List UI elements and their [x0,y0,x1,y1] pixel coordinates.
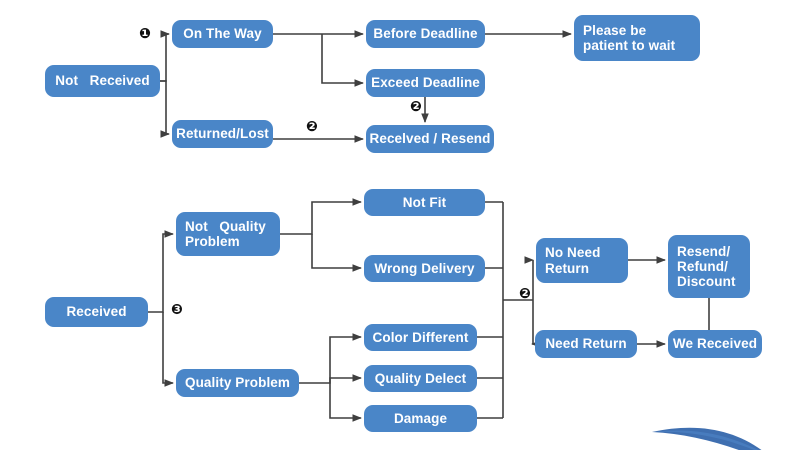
edge-not-received-to-returned-lost [160,80,170,138]
node-exceed-deadline[interactable]: Exceed Deadline [366,69,485,97]
edge-quality-problem-to-quality-delect [329,374,362,383]
node-damage[interactable]: Damage [364,405,477,432]
node-we-received[interactable]: We Received [668,330,762,358]
node-returned-lost[interactable]: Returned/Lost [172,120,273,148]
node-resend-refund[interactable]: Resend/ Refund/ Discount [668,235,750,298]
edge-received-to-quality-problem [162,312,174,387]
edge-not-quality-to-wrong-delivery [311,234,362,272]
node-not-quality[interactable]: Not Quality Problem [176,212,280,256]
step-marker-m1: ❶ [139,26,151,42]
edge-not-received-to-on-the-way [160,30,170,82]
node-on-the-way[interactable]: On The Way [172,20,273,48]
step-marker-m3: ❷ [410,99,422,115]
node-received[interactable]: Received [45,297,148,327]
node-received-resend[interactable]: Recelved / Resend [366,125,494,153]
node-please-be-patient[interactable]: Please be patient to wait [574,15,700,61]
step-marker-m5: ❷ [519,286,531,302]
step-marker-m2: ❷ [306,119,318,135]
node-color-different[interactable]: Color Different [364,324,477,351]
node-need-return[interactable]: Need Return [535,330,637,358]
step-marker-m4: ❸ [171,302,183,318]
edge-quality-problem-to-damage [329,383,362,422]
node-not-received[interactable]: Not Received [45,65,160,97]
node-quality-delect[interactable]: Quality Delect [364,365,477,392]
edge-on-the-way-to-exceed-deadline [321,34,364,87]
node-before-deadline[interactable]: Before Deadline [366,20,485,48]
node-quality-problem[interactable]: Quality Problem [176,369,299,397]
node-wrong-delivery[interactable]: Wrong Delivery [364,255,485,282]
edge-split-to-need-return [531,300,541,348]
edge-quality-problem-to-color-different [299,333,362,384]
edge-not-quality-to-not-fit [280,198,362,235]
node-not-fit[interactable]: Not Fit [364,189,485,216]
edge-received-to-not-quality [148,230,174,313]
node-no-need-return[interactable]: No Need Return [536,238,628,283]
